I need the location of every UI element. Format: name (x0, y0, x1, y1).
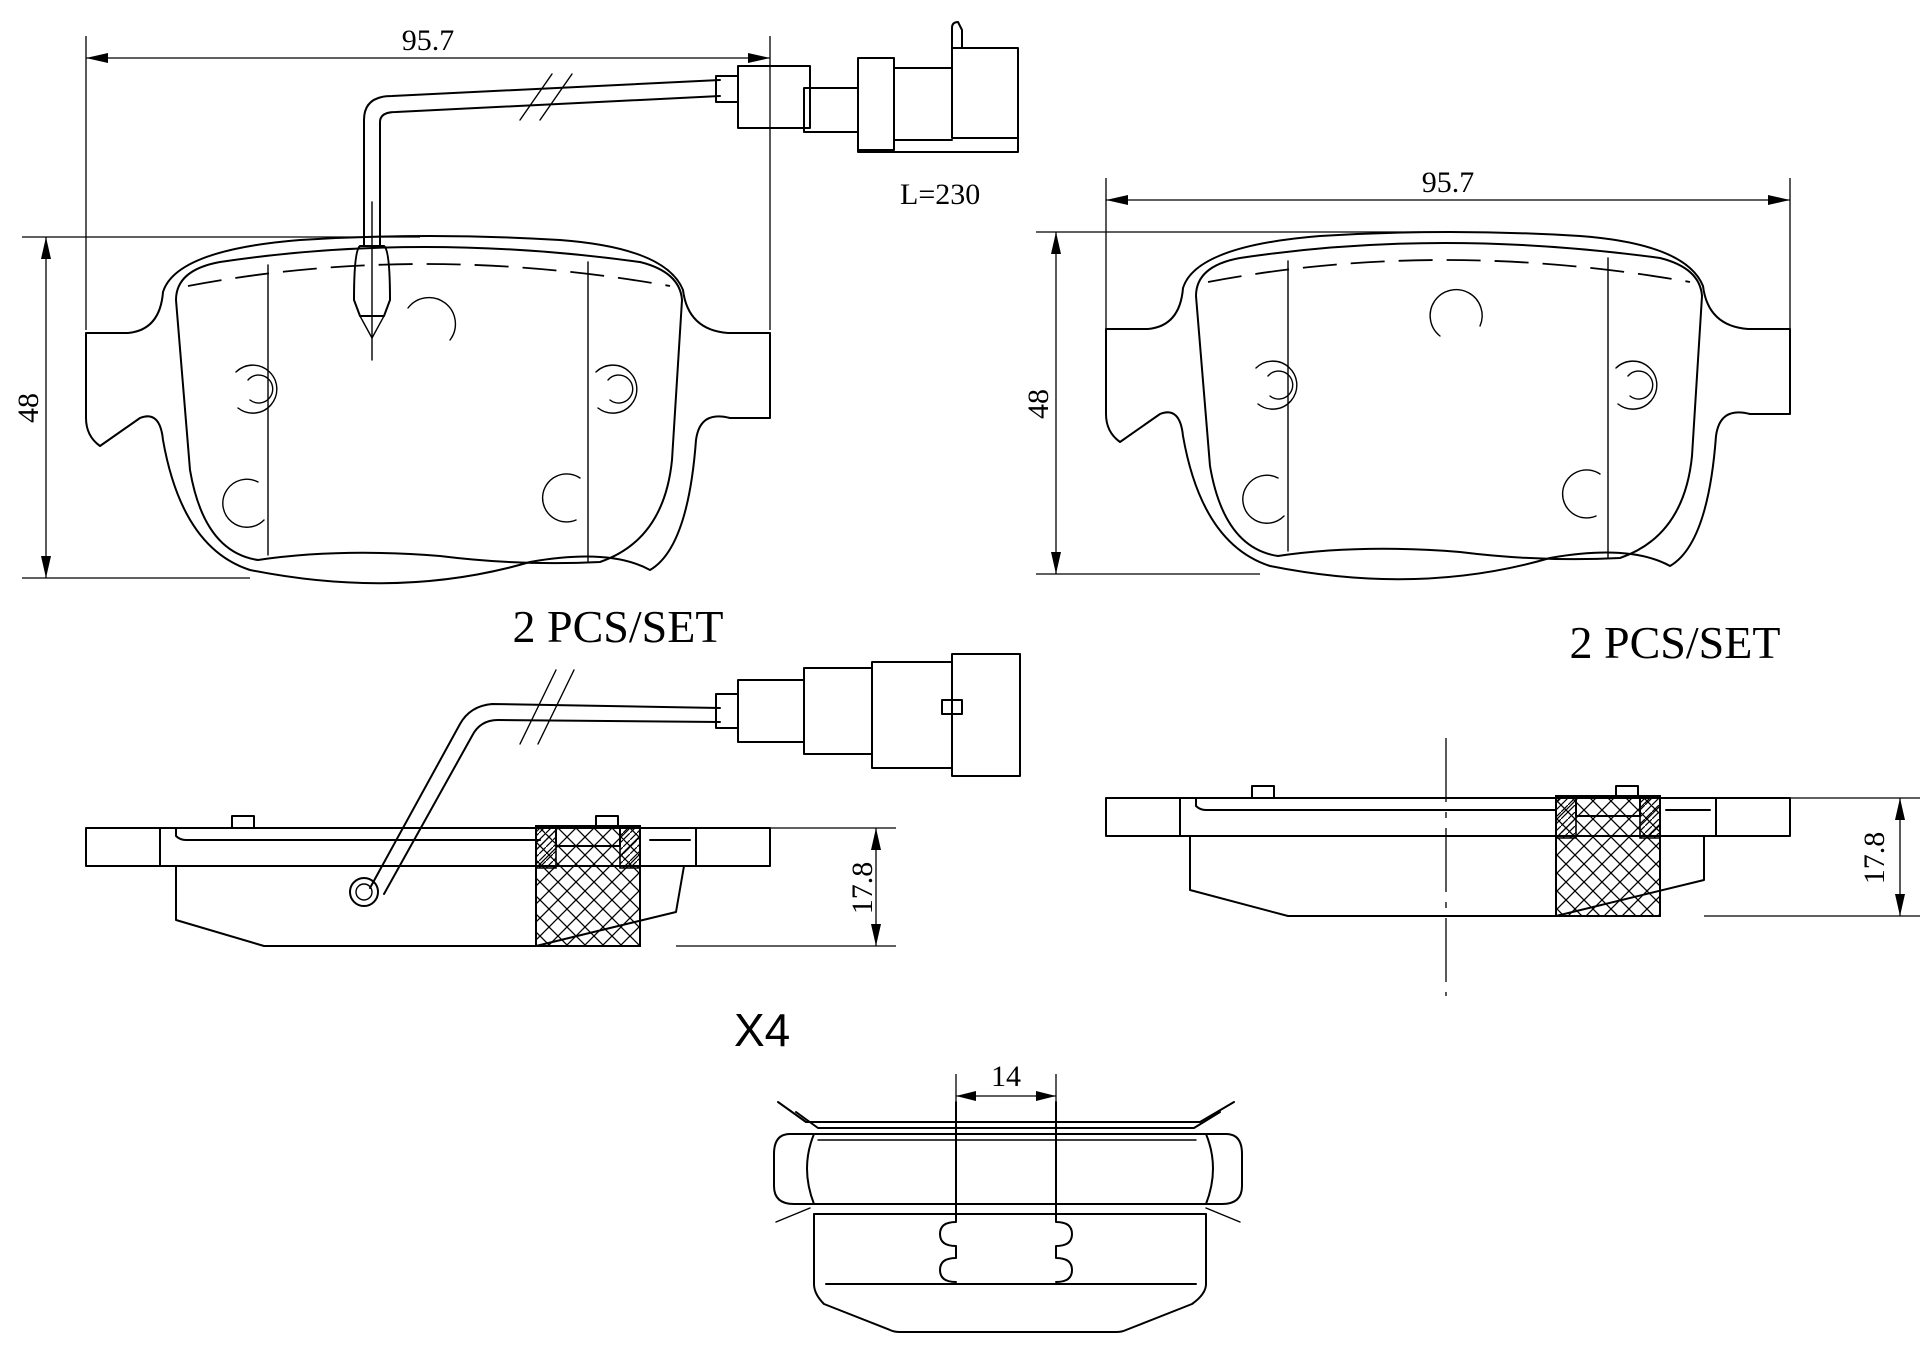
left-thickness-label: 17.8 (846, 862, 879, 915)
right-height-dimension: 48 (1022, 231, 1420, 575)
wire-length-label: L=230 (900, 178, 980, 211)
left-wear-sensor (353, 73, 721, 361)
left-width-label: 95.7 (402, 24, 455, 57)
left-connector-top (715, 21, 1019, 153)
left-thickness-dimension: 17.8 (676, 827, 896, 947)
right-width-label: 95.7 (1422, 166, 1475, 199)
left-pad-front-view: 95.7 48 (12, 21, 1019, 585)
right-backing-plate (1105, 231, 1791, 581)
right-thickness-label: 17.8 (1858, 832, 1891, 885)
left-width-dimension: 95.7 (85, 24, 771, 330)
left-height-label: 48 (12, 393, 45, 423)
right-height-label: 48 (1022, 389, 1055, 419)
left-height-dimension: 48 (12, 236, 420, 579)
left-backing-plate (85, 235, 771, 585)
clip-width-label: 14 (991, 1060, 1021, 1093)
left-set-label: 2 PCS/SET (513, 601, 724, 652)
left-pad-side-view: 17.8 (85, 653, 1021, 947)
left-connector-side (715, 653, 1021, 777)
right-pad-side-view: 17.8 (1105, 738, 1920, 996)
anti-rattle-clip: 14 (773, 1060, 1243, 1333)
clip-quantity-label: X4 (734, 1004, 790, 1056)
left-friction-dashed-edge (187, 263, 671, 287)
left-friction-outline (175, 246, 683, 565)
right-thickness-dimension: 17.8 (1704, 797, 1920, 917)
right-pad-front-view: 95.7 48 (1022, 166, 1791, 581)
right-friction-outline (1195, 242, 1703, 561)
right-set-label: 2 PCS/SET (1570, 617, 1781, 668)
right-width-dimension: 95.7 (1105, 166, 1791, 330)
clip-width-dimension: 14 (955, 1060, 1057, 1130)
